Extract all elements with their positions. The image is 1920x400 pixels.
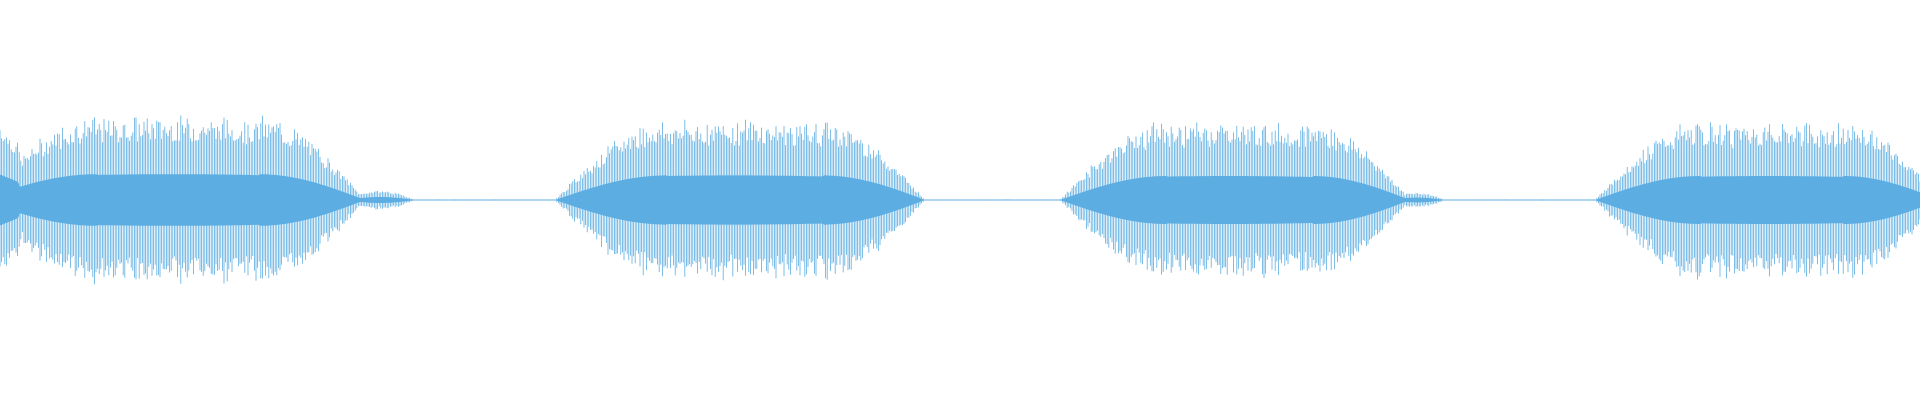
waveform-lines bbox=[0, 115, 1920, 285]
